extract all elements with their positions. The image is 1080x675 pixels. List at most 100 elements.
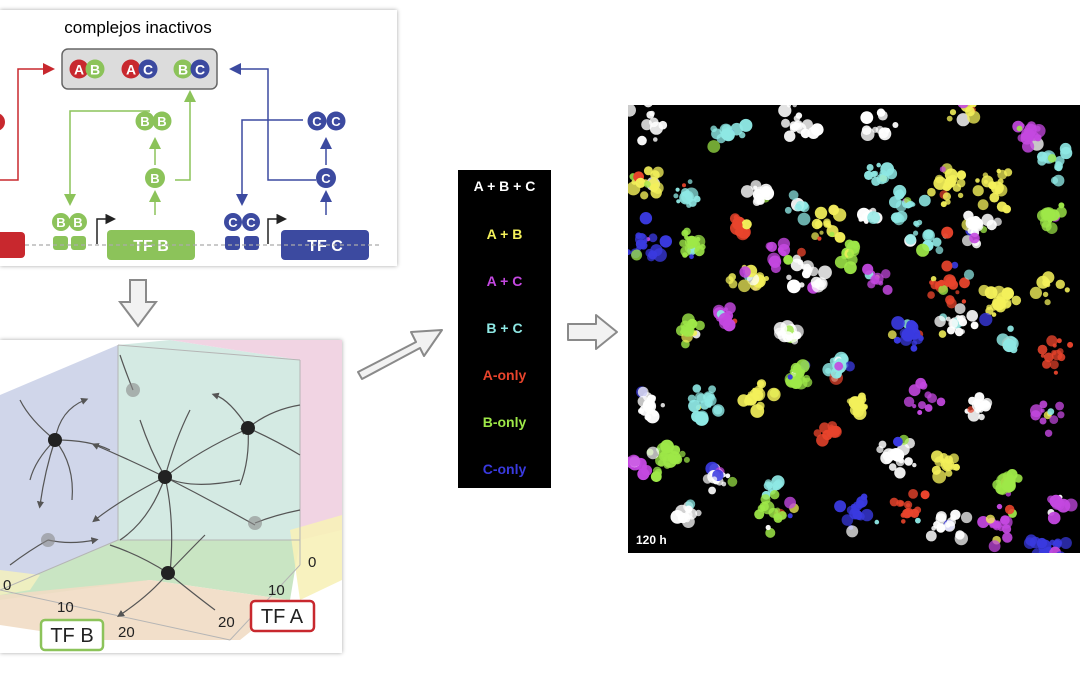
colony (978, 284, 1022, 327)
cell-colony-micrograph: 120 h (628, 105, 1080, 553)
colony (1037, 202, 1067, 234)
colony (729, 213, 752, 241)
colony (927, 260, 975, 309)
cc-repression-arrow (236, 119, 303, 206)
timestamp-label: 120 h (636, 533, 667, 547)
bb-dimer: B B (135, 111, 172, 131)
tf-a-axis-label: TF A (261, 606, 304, 628)
tf-b-tick-10: 10 (57, 599, 74, 616)
tf-b-axis-box (39, 618, 105, 652)
complex-ab: A B (69, 59, 105, 79)
colony (925, 509, 973, 546)
colony (931, 450, 960, 484)
colony (992, 469, 1023, 497)
stable-attractors (48, 421, 255, 580)
colony (904, 219, 954, 257)
colony (670, 499, 702, 528)
colony (822, 351, 855, 385)
legend-a-only: A-only (482, 367, 527, 383)
colony (834, 493, 880, 538)
colony (1037, 335, 1074, 375)
tf-a-tick-10: 10 (268, 582, 285, 599)
svg-text:C: C (321, 171, 331, 186)
cell-colonies (628, 105, 1078, 553)
colony (862, 263, 893, 295)
legend-b-only: B-only (482, 414, 527, 430)
svg-text:C: C (195, 62, 205, 78)
colony (778, 105, 824, 142)
down-arrow-icon (118, 279, 158, 328)
bb-repression-arrow (64, 110, 150, 206)
svg-text:A: A (74, 62, 84, 78)
colony (673, 179, 701, 208)
legend-c-only: C-only (482, 461, 527, 477)
colony (1029, 271, 1070, 306)
svg-text:C: C (246, 215, 256, 230)
svg-text:B: B (56, 215, 65, 230)
complex-bc: B C (173, 59, 210, 79)
colony (1030, 400, 1065, 437)
svg-text:C: C (312, 114, 322, 129)
region-b-floor (0, 540, 300, 600)
legend-ac: A + C (486, 273, 523, 289)
colony (628, 166, 664, 200)
gene-network-diagram: complejos inactivos A B A C B C B B B (0, 18, 380, 260)
colony (707, 118, 753, 153)
colony (864, 162, 898, 186)
tf-b-gene-label: TF B (133, 238, 169, 255)
svg-text:B: B (73, 215, 82, 230)
tf-c-promoter-arrow (267, 213, 287, 244)
colony (860, 108, 899, 141)
legend-abc: A + B + C (473, 178, 536, 194)
colony (737, 379, 781, 418)
colony (996, 325, 1019, 354)
colony (876, 434, 917, 479)
plot-box-edges (0, 344, 301, 641)
svg-text:B: B (157, 114, 166, 129)
landscape-3d-plot: 0 10 20 0 10 20 TF B TF A (0, 340, 342, 652)
svg-text:C: C (331, 114, 341, 129)
colony (628, 454, 653, 481)
colony (927, 163, 967, 208)
colony (934, 303, 979, 338)
tf-a-gene-box (0, 232, 25, 258)
colony (773, 320, 804, 345)
tf-c-gene-box (281, 230, 369, 260)
colony (628, 212, 672, 262)
colony (977, 503, 1017, 553)
b-monomer: B (145, 168, 165, 188)
colony (846, 392, 868, 420)
svg-text:B: B (178, 62, 188, 78)
colony (687, 384, 725, 426)
colony (765, 237, 791, 274)
colony (1023, 534, 1072, 553)
colony (834, 239, 861, 275)
colony (1037, 142, 1073, 187)
svg-text:A: A (126, 62, 136, 78)
c-monomer: C (316, 168, 336, 188)
region-floor-left (0, 570, 40, 595)
colony (628, 105, 668, 146)
tf-b-axis-label: TF B (50, 625, 93, 647)
tf-a-monomer (0, 113, 5, 131)
inactive-complexes-title: complejos inactivos (64, 18, 211, 37)
colony (754, 490, 799, 538)
tf-a-tick-0: 0 (308, 554, 316, 571)
cc-bound-promoter: C C (224, 213, 260, 250)
colony (903, 377, 946, 415)
colony (702, 461, 738, 495)
colony (889, 184, 931, 226)
faint-attractors (41, 383, 262, 547)
c-to-complex-arrow (229, 63, 316, 181)
tf-a-tick-20: 20 (218, 614, 235, 631)
b-to-complex-arrow (175, 90, 196, 181)
svg-text:B: B (140, 114, 149, 129)
left-axis-tick-0: 0 (3, 577, 11, 594)
region-c-plane (0, 345, 118, 590)
colony (712, 302, 738, 332)
colony (1012, 120, 1046, 153)
landscape-panel: 0 10 20 0 10 20 TF B TF A (0, 340, 342, 653)
tf-a-arrow (0, 63, 55, 181)
svg-text:B: B (90, 62, 100, 78)
colony (964, 392, 993, 422)
